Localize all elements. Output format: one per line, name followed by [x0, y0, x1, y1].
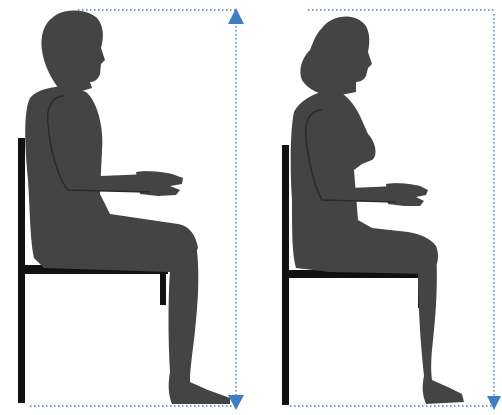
male-figure-group — [18, 11, 230, 405]
arrow-down-icon — [487, 396, 501, 410]
female-figure-group — [282, 16, 464, 405]
arrow-down-icon — [228, 395, 244, 410]
seated-woman-silhouette-icon — [291, 16, 464, 404]
seated-man-silhouette-icon — [25, 11, 230, 405]
